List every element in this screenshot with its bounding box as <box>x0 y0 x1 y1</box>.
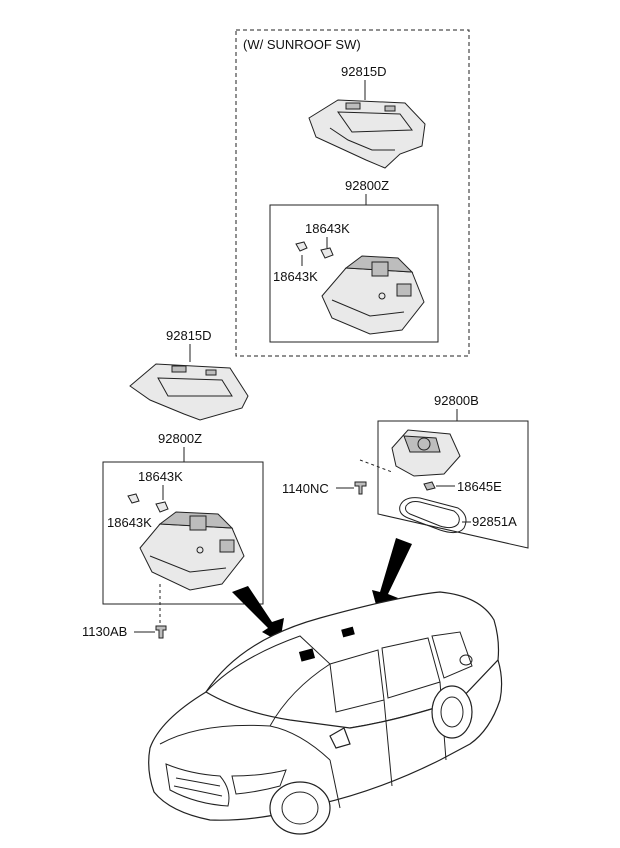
sunroof-group-title: (W/ SUNROOF SW) <box>243 37 361 52</box>
standard-clip-upper-label: 18643K <box>138 469 183 484</box>
standard-lamp-part-number: 92800Z <box>158 431 202 446</box>
sunroof-clip-upper-label: 18643K <box>305 221 350 236</box>
clip-icon <box>127 493 140 504</box>
sunroof-lamp-part-number: 92800Z <box>345 178 389 193</box>
screw-icon <box>155 625 167 639</box>
rear-lamp-part-number: 92800B <box>434 393 479 408</box>
sunroof-group-frame <box>235 29 470 357</box>
rear-lamp-drawing <box>391 429 461 477</box>
standard-lamp-drawing <box>139 511 245 591</box>
standard-screw-label: 1130AB <box>82 624 127 639</box>
standard-headliner-bracket-drawing <box>129 363 249 421</box>
locator-arrow-rear <box>372 538 412 612</box>
locator-arrow-front <box>232 586 284 642</box>
sunroof-lamp-frame <box>269 204 439 343</box>
lens-ring-drawing <box>399 497 467 534</box>
sunroof-headliner-part-number: 92815D <box>341 64 387 79</box>
clip-icon <box>320 247 334 259</box>
car-illustration <box>148 591 503 835</box>
sunroof-headliner-bracket-drawing <box>308 99 426 169</box>
standard-lamp-frame <box>102 461 264 605</box>
sunroof-clip-lower-label: 18643K <box>273 269 318 284</box>
clip-icon <box>155 501 169 513</box>
standard-group: 92815D 92800Z 18643K 18643K 1130AB <box>82 328 264 639</box>
rear-screw-label: 1140NC <box>282 481 329 496</box>
rear-lens-label: 92851A <box>472 514 517 529</box>
sunroof-group: (W/ SUNROOF SW) 92815D 92800Z 18643K 186… <box>235 29 470 357</box>
sunroof-lamp-drawing <box>321 255 425 335</box>
bulb-icon <box>423 481 436 491</box>
standard-clip-lower-label: 18643K <box>107 515 152 530</box>
rear-bulb-label: 18645E <box>457 479 502 494</box>
clip-icon <box>295 241 308 252</box>
rear-lamp-frame <box>377 420 529 549</box>
standard-headliner-part-number: 92815D <box>166 328 212 343</box>
rear-group: 92800B 92851A 18645E 1140NC <box>282 393 529 549</box>
screw-icon <box>354 481 367 495</box>
